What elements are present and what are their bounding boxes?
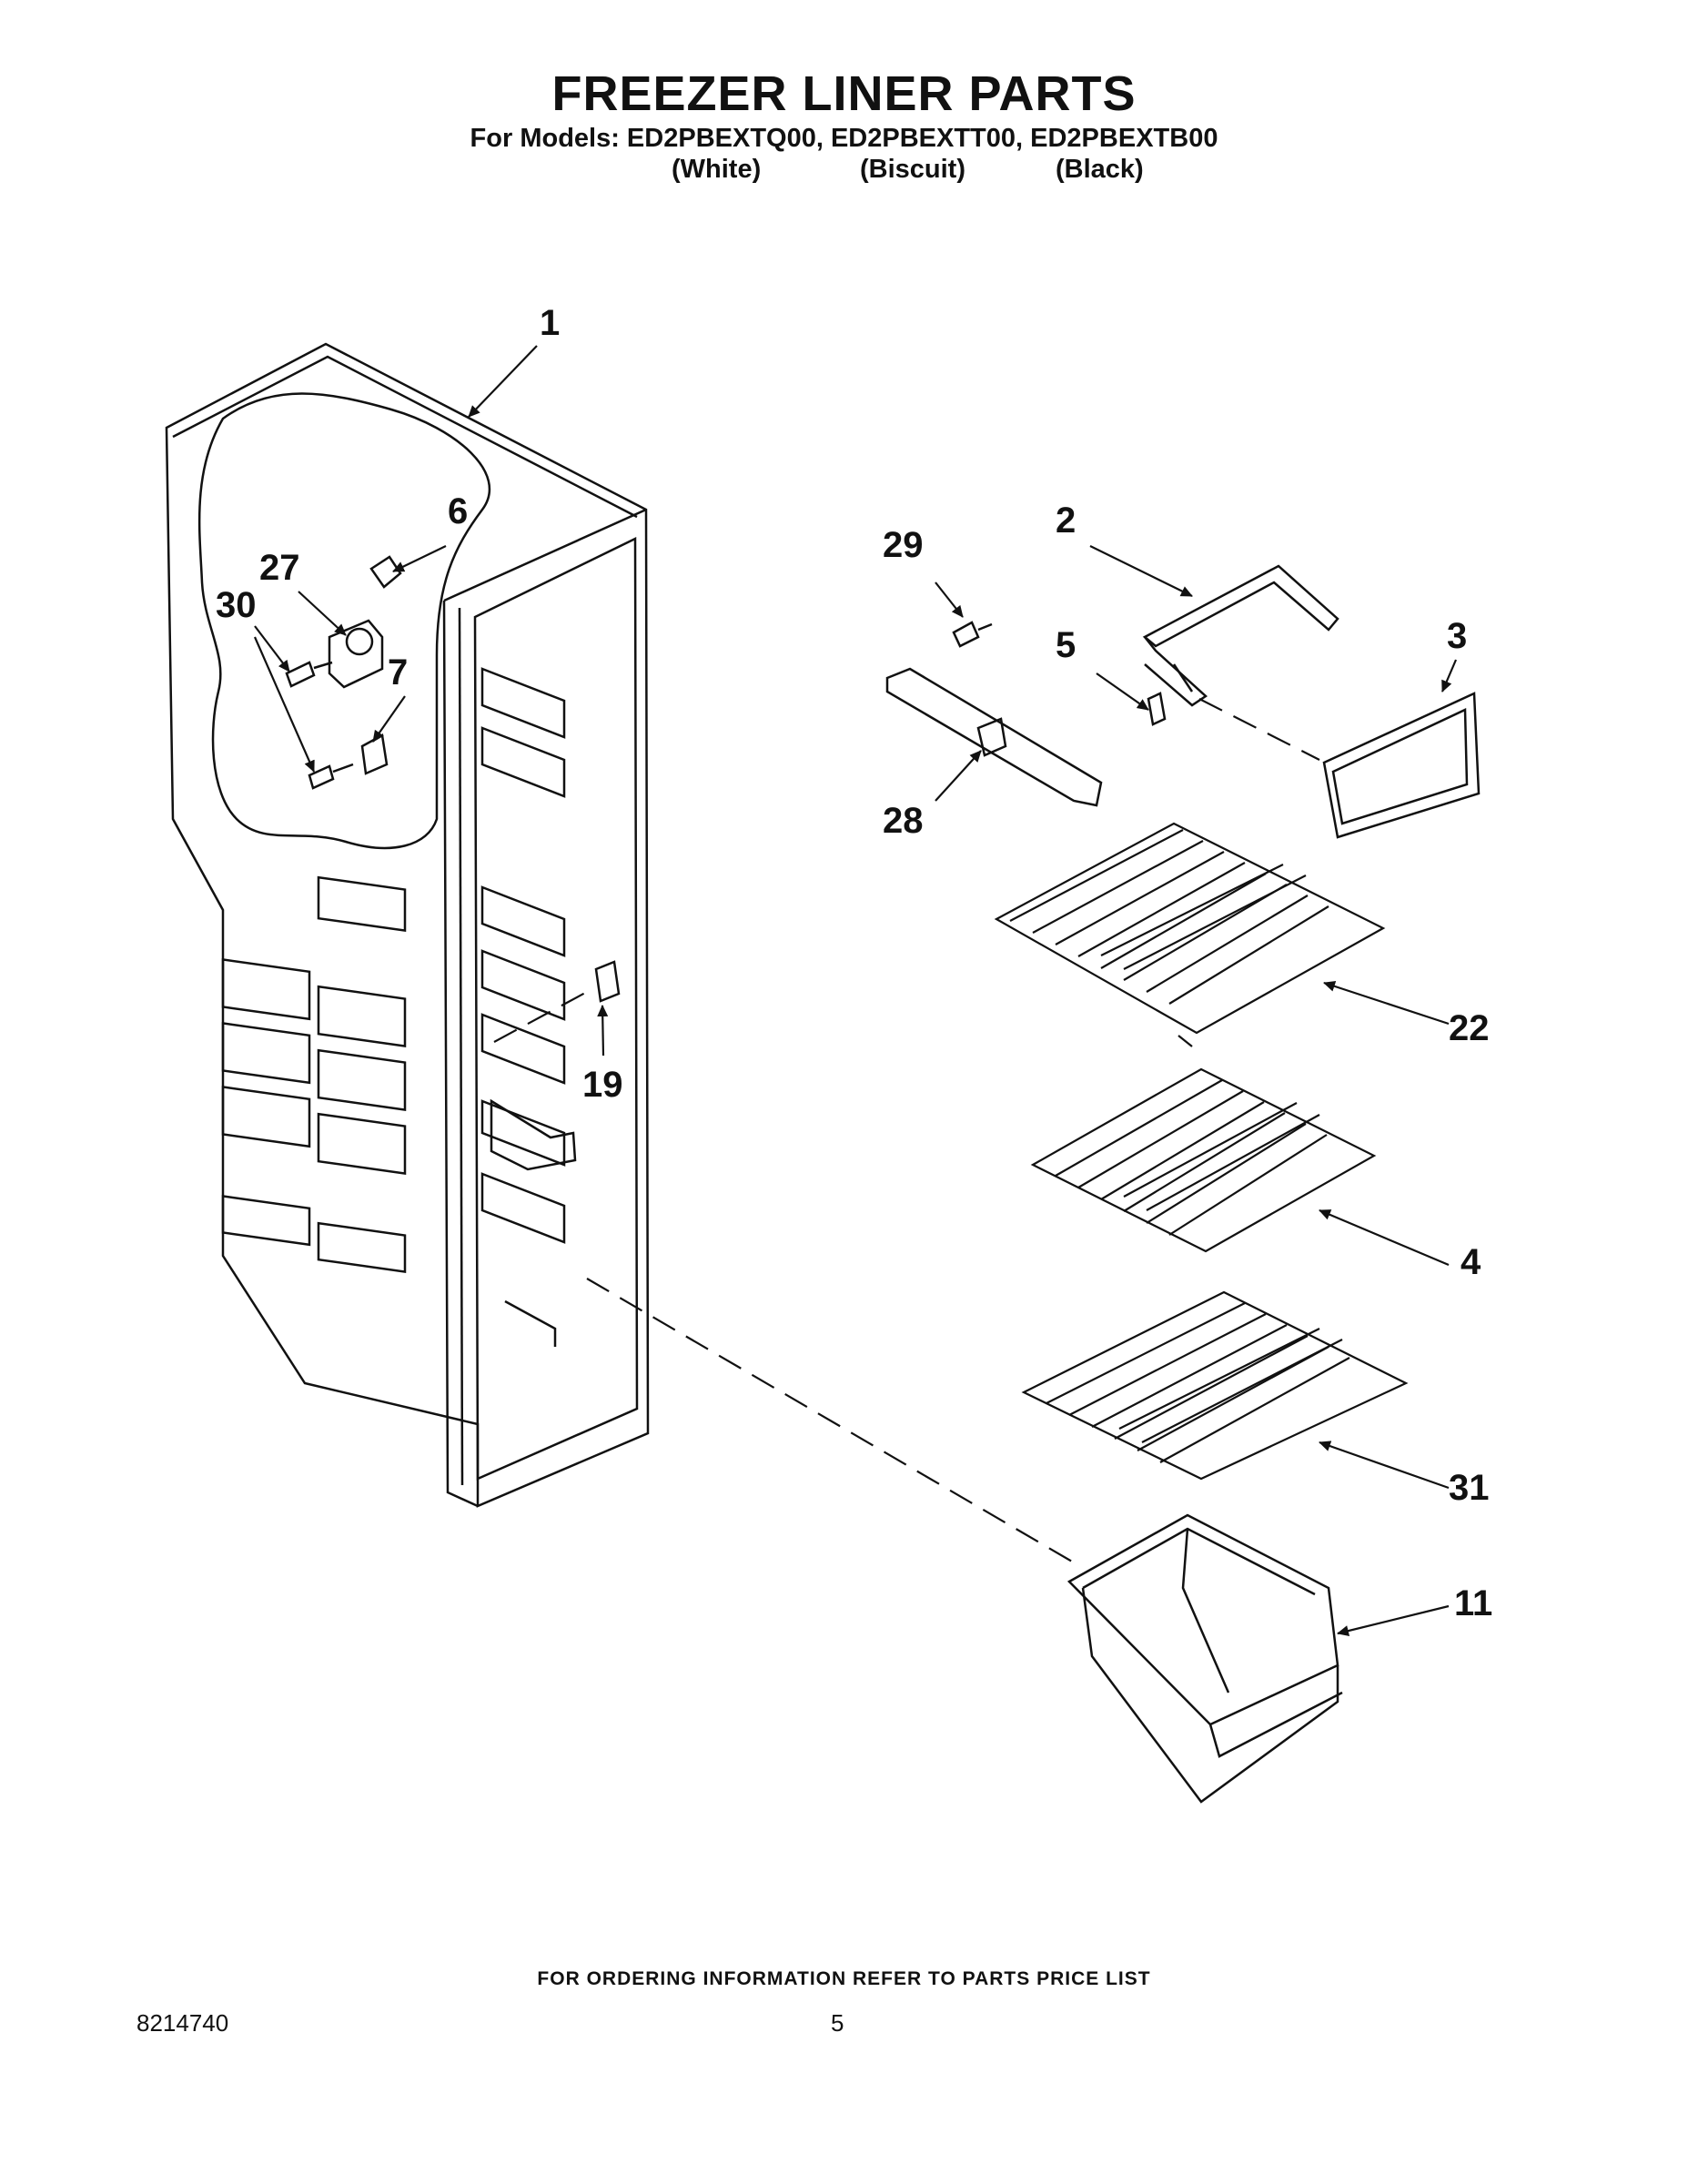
variant-white: (White) xyxy=(672,155,762,184)
callout-19: 19 xyxy=(582,1065,623,1105)
screws-30 xyxy=(285,661,354,790)
callout-4: 4 xyxy=(1461,1242,1481,1282)
page-title: FREEZER LINER PARTS xyxy=(551,66,1137,121)
light-socket-27 xyxy=(328,619,384,689)
callout-labels: 1 2 3 4 5 6 7 11 19 22 27 28 29 30 31 xyxy=(216,303,1492,1623)
screw-5 xyxy=(1147,692,1167,726)
clip-6 xyxy=(369,555,402,589)
page-number: 5 xyxy=(831,2009,844,2037)
document-number: 8214740 xyxy=(136,2009,229,2037)
callout-30: 30 xyxy=(216,585,257,625)
models-line: For Models: ED2PBEXTQ00, ED2PBEXTT00, ED… xyxy=(470,124,1218,153)
wire-shelf-31 xyxy=(1021,1290,1409,1481)
callout-7: 7 xyxy=(388,652,408,693)
variant-black: (Black) xyxy=(1056,155,1144,184)
callout-6: 6 xyxy=(448,491,468,531)
ice-bin-11 xyxy=(1066,1513,1343,1804)
damper-19 xyxy=(594,960,621,1003)
ordering-note: FOR ORDERING INFORMATION REFER TO PARTS … xyxy=(537,1968,1151,1989)
shelf-rail xyxy=(490,1098,577,1171)
callout-1: 1 xyxy=(540,303,560,343)
wire-shelf-22 xyxy=(994,822,1386,1047)
callout-11: 11 xyxy=(1454,1583,1492,1623)
callout-5: 5 xyxy=(1056,625,1076,665)
glass-shelf-3 xyxy=(1322,692,1481,839)
liner-right-panels xyxy=(480,667,566,1347)
shelf-frame-2 xyxy=(1142,564,1339,707)
callout-3: 3 xyxy=(1447,616,1467,656)
variant-biscuit: (Biscuit) xyxy=(860,155,965,184)
bracket-28 xyxy=(885,667,1103,807)
leader-lines xyxy=(253,345,1458,1636)
screw-29 xyxy=(952,621,993,648)
wire-shelf-4 xyxy=(1030,1067,1377,1253)
reference-lines xyxy=(493,698,1320,1566)
callout-22: 22 xyxy=(1449,1008,1490,1048)
callout-2: 2 xyxy=(1056,500,1076,541)
callout-29: 29 xyxy=(883,525,924,565)
liner-panels xyxy=(221,875,407,1273)
callout-27: 27 xyxy=(259,548,300,588)
freezer-liner xyxy=(165,342,650,1508)
callout-28: 28 xyxy=(883,801,924,841)
callout-31: 31 xyxy=(1449,1468,1490,1508)
